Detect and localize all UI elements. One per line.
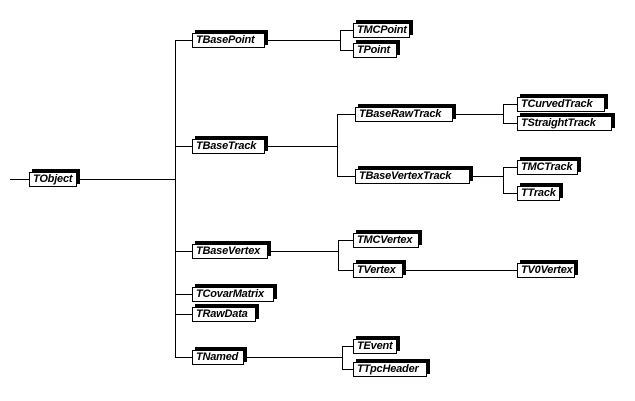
- connector-line: [342, 369, 353, 370]
- class-node-tobject[interactable]: TObject: [29, 172, 77, 187]
- class-node-tbasepoint[interactable]: TBasePoint: [192, 33, 265, 48]
- connector-line: [340, 30, 341, 51]
- connector-line: [503, 104, 504, 124]
- class-node-tmctrack[interactable]: TMCTrack: [517, 160, 578, 175]
- class-node-tevent[interactable]: TEvent: [353, 339, 397, 354]
- connector-line: [175, 146, 192, 147]
- connector-line: [175, 294, 192, 295]
- connector-line: [503, 104, 517, 105]
- connector-line: [175, 40, 192, 41]
- connector-line: [247, 357, 342, 358]
- connector-line: [340, 30, 353, 31]
- class-node-tpoint[interactable]: TPoint: [353, 43, 397, 58]
- connector-line-trunk: [175, 40, 176, 358]
- class-node-tnamed[interactable]: TNamed: [192, 350, 244, 365]
- class-node-ttrack[interactable]: TTrack: [517, 186, 560, 201]
- class-node-tbaserawtrack[interactable]: TBaseRawTrack: [355, 107, 453, 122]
- class-node-tbasevertextrack[interactable]: TBaseVertexTrack: [355, 169, 470, 184]
- connector-line: [456, 114, 503, 115]
- class-node-tstraighttrack[interactable]: TStraightTrack: [517, 116, 612, 131]
- connector-line: [10, 179, 29, 180]
- class-node-ttpcheader[interactable]: TTpcHeader: [353, 362, 427, 377]
- connector-line: [268, 146, 337, 147]
- class-node-tcovarmatrix[interactable]: TCovarMatrix: [192, 287, 274, 302]
- connector-line: [406, 270, 517, 271]
- connector-line: [268, 40, 340, 41]
- connector-line: [503, 123, 517, 124]
- connector-line: [503, 167, 517, 168]
- class-node-tvertex[interactable]: TVertex: [353, 263, 403, 278]
- connector-line: [337, 114, 355, 115]
- connector-line: [338, 270, 353, 271]
- connector-line: [503, 167, 504, 194]
- connector-line: [175, 251, 192, 252]
- connector-line: [175, 314, 192, 315]
- class-node-tcurvedtrack[interactable]: TCurvedTrack: [517, 97, 605, 112]
- connector-line: [338, 240, 353, 241]
- connector-line: [338, 240, 339, 271]
- connector-line: [503, 193, 517, 194]
- class-node-tmcpoint[interactable]: TMCPoint: [353, 23, 410, 38]
- connector-line: [77, 179, 175, 180]
- class-node-tv0vertex[interactable]: TV0Vertex: [517, 263, 575, 278]
- connector-line: [342, 346, 353, 347]
- connector-line: [342, 346, 343, 370]
- class-node-tmcvertex[interactable]: TMCVertex: [353, 233, 419, 248]
- connector-line: [473, 176, 503, 177]
- connector-line: [337, 114, 338, 177]
- connector-line: [271, 251, 338, 252]
- connector-line: [340, 50, 353, 51]
- connector-line: [175, 357, 192, 358]
- class-node-tbasevertex[interactable]: TBaseVertex: [192, 244, 268, 259]
- class-node-tbasetrack[interactable]: TBaseTrack: [192, 139, 265, 154]
- class-node-trawdata[interactable]: TRawData: [192, 307, 256, 322]
- connector-line: [337, 176, 355, 177]
